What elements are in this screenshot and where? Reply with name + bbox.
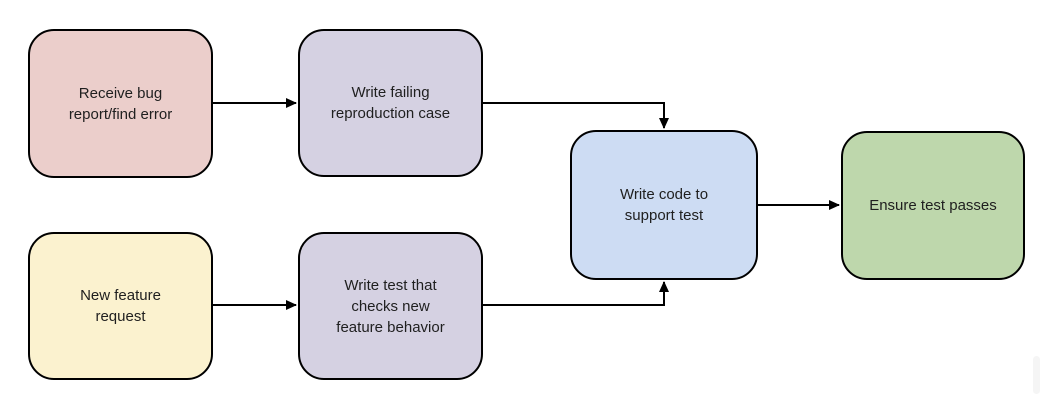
edge-test-to-code-arrow: [483, 281, 669, 306]
scrollbar-thumb[interactable]: [1033, 356, 1040, 394]
node-write-failing-reproduction: Write failing reproduction case: [298, 29, 483, 177]
node-write-code-support-test: Write code to support test: [570, 130, 758, 280]
node-receive-bug-report: Receive bug report/find error: [28, 29, 213, 178]
node-write-test-checks-new-feature: Write test that checks new feature behav…: [298, 232, 483, 380]
node-new-feature-request: New feature request: [28, 232, 213, 380]
node-new-feature-request-label: New feature request: [80, 287, 161, 325]
node-write-test-checks-new-feature-label: Write test that checks new feature behav…: [336, 276, 445, 336]
node-write-code-support-test-label: Write code to support test: [619, 186, 709, 224]
node-ensure-test-passes-label: Ensure test passes: [869, 197, 997, 214]
edge-repro-to-code-arrow: [483, 102, 669, 129]
node-write-failing-reproduction-label: Write failing reproduction case: [330, 84, 451, 122]
node-receive-bug-report-label: Receive bug report/find error: [68, 84, 173, 123]
node-ensure-test-passes: Ensure test passes: [841, 131, 1025, 280]
